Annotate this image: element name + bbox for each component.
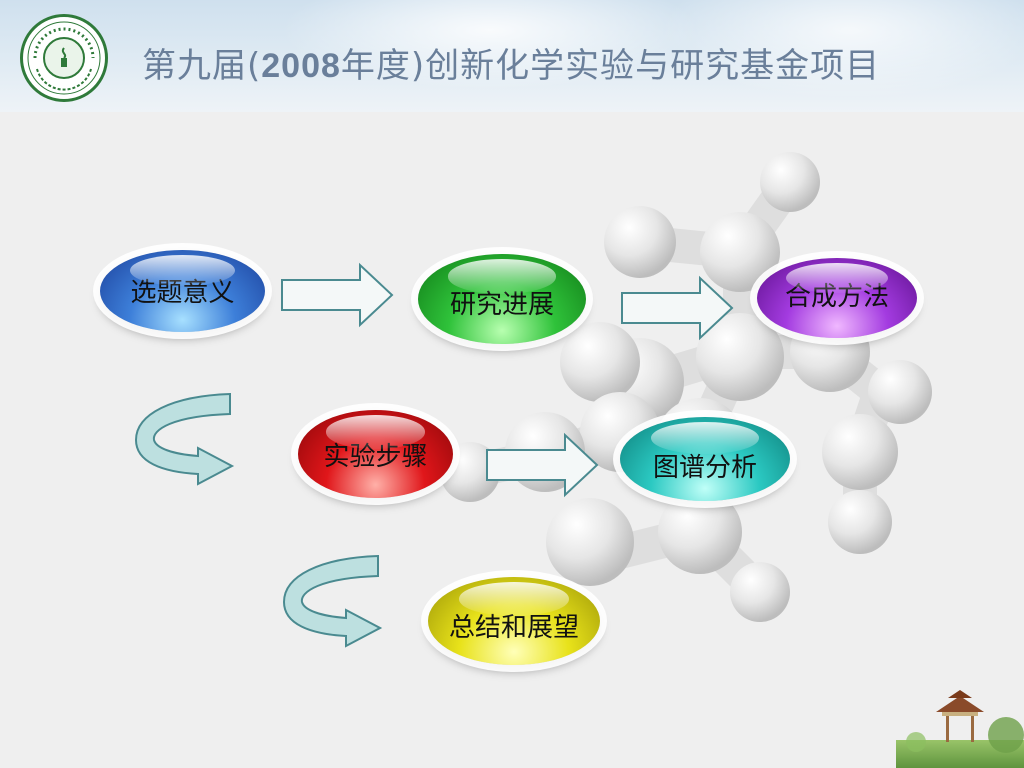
university-logo	[20, 14, 108, 102]
step-experiment-procedure[interactable]: 实验步骤	[298, 410, 453, 498]
step-label: 实验步骤	[323, 442, 428, 472]
page-title: 第九届(2008年度)创新化学实验与研究基金项目	[142, 38, 880, 87]
arrow-right-1-icon	[281, 262, 394, 328]
step-summary-outlook[interactable]: 总结和展望	[428, 577, 600, 665]
slide-header: 第九届(2008年度)创新化学实验与研究基金项目	[0, 0, 1024, 112]
title-prefix: 第九届(	[142, 46, 262, 86]
title-suffix: 年度)创新化学实验与研究基金项目	[340, 46, 881, 86]
title-year: 2008	[261, 47, 341, 85]
logo-ring-icon	[27, 21, 101, 95]
slide-body: 选题意义 研究进展 合成方法 实验步骤 图谱分析 总结和展望	[0, 112, 1024, 768]
torch-icon	[61, 47, 67, 67]
curved-arrow-2-icon	[282, 554, 383, 648]
step-spectra-analysis[interactable]: 图谱分析	[620, 417, 790, 501]
arrow-right-2-icon	[621, 275, 734, 341]
step-label: 研究进展	[449, 290, 554, 320]
pavilion-decoration-icon	[896, 690, 1024, 768]
arrow-right-3-icon	[486, 432, 599, 498]
step-label: 图谱分析	[652, 453, 757, 483]
step-label: 合成方法	[784, 282, 889, 312]
step-label: 选题意义	[130, 278, 235, 308]
logo-emblem	[43, 37, 85, 79]
step-label: 总结和展望	[448, 613, 579, 643]
step-research-progress[interactable]: 研究进展	[418, 254, 586, 344]
curved-arrow-1-icon	[134, 392, 235, 486]
step-topic-significance[interactable]: 选题意义	[100, 250, 265, 332]
step-synthesis-method[interactable]: 合成方法	[757, 258, 917, 338]
